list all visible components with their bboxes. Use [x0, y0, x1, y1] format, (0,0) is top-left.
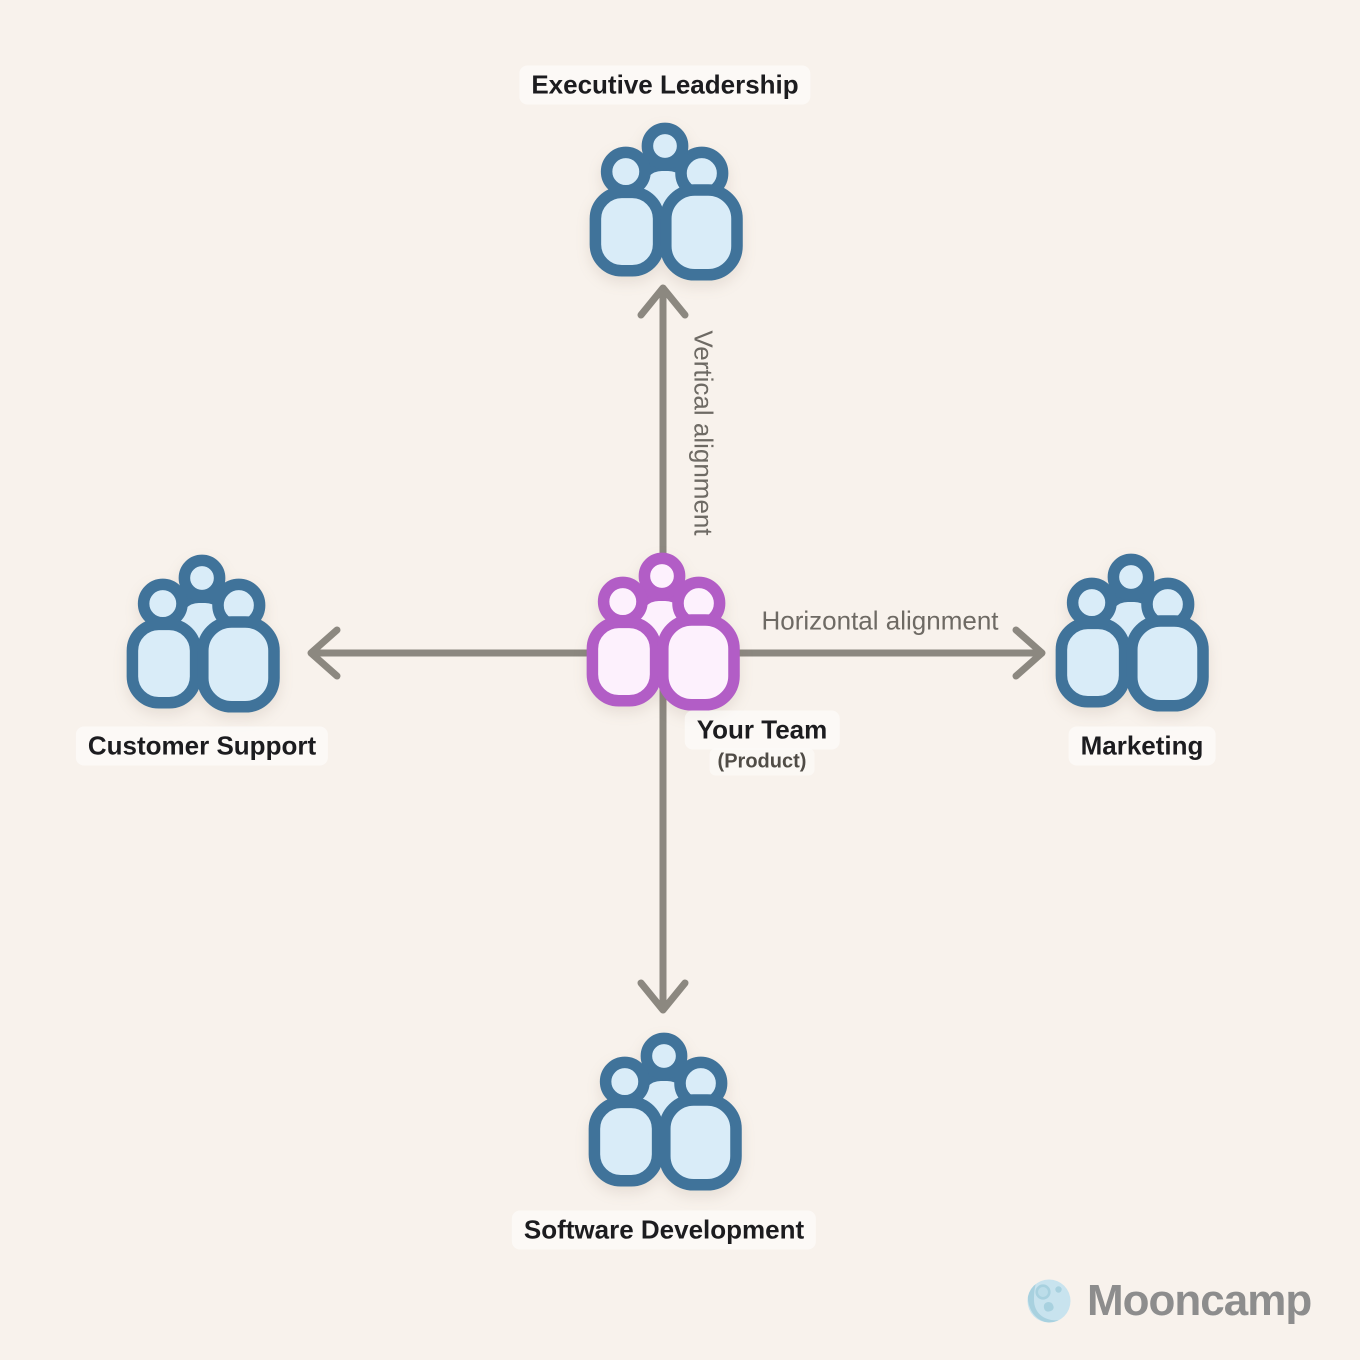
logo-wordmark: Mooncamp: [1087, 1276, 1312, 1325]
label-executive-leadership: Executive Leadership: [519, 65, 811, 105]
vertical-arrow-up-head: [637, 284, 689, 319]
label-marketing: Marketing: [1068, 726, 1216, 766]
your-team-people-group-icon: [582, 552, 742, 712]
people-group-icon: [122, 554, 282, 714]
people-group-icon: [584, 1032, 744, 1192]
horizontal-arrow-left-head: [307, 626, 341, 680]
moon-icon: [1027, 1279, 1071, 1323]
vertical-arrow-down-head: [637, 979, 689, 1014]
vertical-alignment-label: Vertical alignment: [688, 330, 719, 536]
people-group-icon: [585, 122, 745, 282]
mooncamp-logo: Mooncamp: [1026, 1276, 1312, 1325]
label-software-development: Software Development: [511, 1210, 817, 1250]
horizontal-arrow-right-head: [1012, 626, 1046, 680]
people-group-icon: [1051, 553, 1211, 713]
label-customer-support: Customer Support: [75, 726, 329, 766]
label-your-team: Your Team: [684, 710, 840, 750]
horizontal-alignment-label: Horizontal alignment: [761, 605, 999, 636]
label-your-team-sublabel: (Product): [709, 748, 815, 776]
